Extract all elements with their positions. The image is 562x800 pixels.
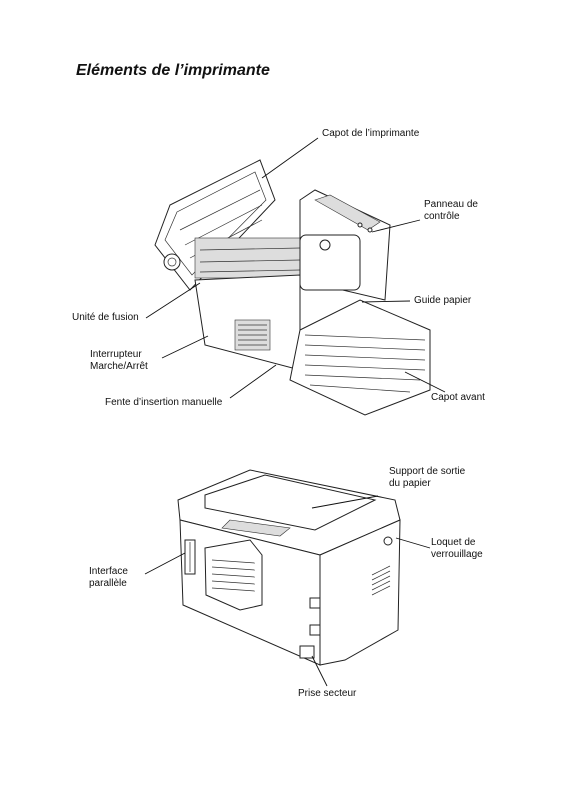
label-interrupteur-line2: Marche/Arrêt: [90, 361, 148, 372]
label-prise-secteur: Prise secteur: [298, 688, 357, 699]
label-interrupteur-line1: Interrupteur: [90, 349, 142, 360]
label-capot-imprimante: Capot de l’imprimante: [322, 128, 420, 139]
label-capot-avant: Capot avant: [431, 392, 485, 403]
label-interface-line2: parallèle: [89, 578, 127, 589]
label-interface-line1: Interface: [89, 566, 128, 577]
label-panneau-controle: Panneau de contrôle: [424, 199, 478, 223]
label-loquet: Loquet de verrouillage: [431, 537, 483, 561]
label-interrupteur: Interrupteur Marche/Arrêt: [90, 349, 148, 373]
label-support-sortie: Support de sortie du papier: [389, 466, 465, 490]
label-loquet-line2: verrouillage: [431, 549, 483, 560]
label-fente-insertion: Fente d’insertion manuelle: [105, 397, 223, 408]
label-loquet-line1: Loquet de: [431, 537, 476, 548]
open-printer-drawing: [154, 159, 431, 416]
label-guide-papier: Guide papier: [414, 295, 472, 306]
page-title: Eléments de l’imprimante: [76, 62, 270, 79]
label-unite-fusion: Unité de fusion: [72, 312, 139, 323]
label-support-line1: Support de sortie: [389, 466, 466, 477]
label-panneau-line2: contrôle: [424, 211, 460, 222]
label-interface: Interface parallèle: [89, 566, 128, 590]
label-panneau-line1: Panneau de: [424, 199, 478, 210]
label-support-line2: du papier: [389, 478, 431, 489]
printer-rear-drawing: [177, 469, 401, 666]
